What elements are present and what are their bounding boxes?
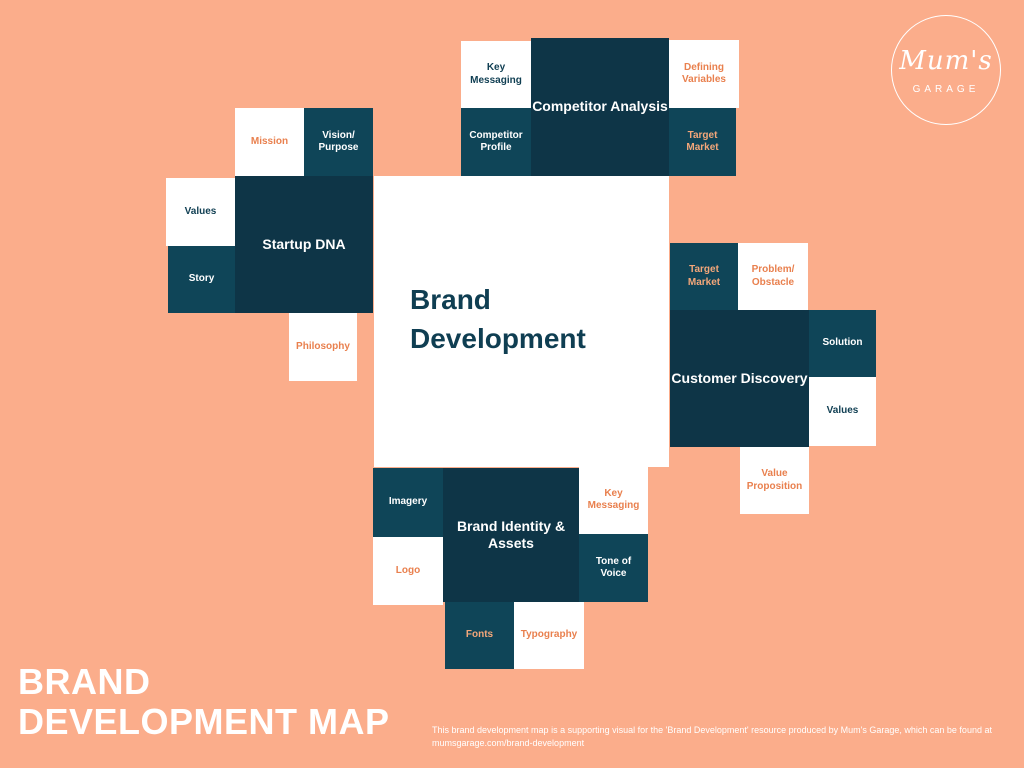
solution-box: Solution	[809, 310, 876, 377]
map-title-line1: BRAND	[18, 661, 151, 702]
mission-box: Mission	[235, 108, 304, 176]
tone-of-voice-box: Tone of Voice	[579, 534, 648, 602]
center-title-line2: Development	[410, 323, 586, 355]
logo-subtitle: GARAGE	[912, 84, 980, 95]
values-box: Values	[166, 178, 235, 246]
defining-variables-box: Defining Variables	[669, 40, 739, 108]
logo-box: Logo	[373, 537, 443, 605]
mums-garage-logo: Mum's GARAGE	[891, 15, 1001, 125]
startup-dna-box: Startup DNA	[235, 176, 373, 313]
logo-script: Mum's	[899, 46, 993, 76]
competitor-target-market-box: Target Market	[669, 108, 736, 176]
map-title-line2: DEVELOPMENT MAP	[18, 700, 390, 742]
imagery-box: Imagery	[373, 468, 443, 537]
brand-development-center: Brand Development	[374, 176, 669, 467]
customer-target-market-box: Target Market	[670, 243, 738, 310]
competitor-analysis-box: Competitor Analysis	[531, 38, 669, 176]
footnote: This brand development map is a supporti…	[432, 725, 992, 749]
value-proposition-box: Value Proposition	[740, 447, 809, 514]
story-box: Story	[168, 246, 235, 313]
vision-purpose-box: Vision/ Purpose	[304, 108, 373, 176]
customer-values-box: Values	[809, 377, 876, 446]
typography-box: Typography	[514, 602, 584, 669]
competitor-key-messaging-box: Key Messaging	[461, 41, 531, 108]
brand-identity-box: Brand Identity & Assets	[443, 468, 579, 602]
customer-discovery-box: Customer Discovery	[670, 310, 809, 447]
center-title: Brand Development	[410, 280, 586, 358]
center-title-line1: Brand	[410, 284, 491, 315]
philosophy-box: Philosophy	[289, 313, 357, 381]
identity-key-messaging-box: Key Messaging	[579, 466, 648, 534]
fonts-box: Fonts	[445, 602, 514, 669]
map-title: BRAND DEVELOPMENT MAP	[18, 662, 390, 741]
problem-obstacle-box: Problem/ Obstacle	[738, 243, 808, 310]
competitor-profile-box: Competitor Profile	[461, 108, 531, 176]
